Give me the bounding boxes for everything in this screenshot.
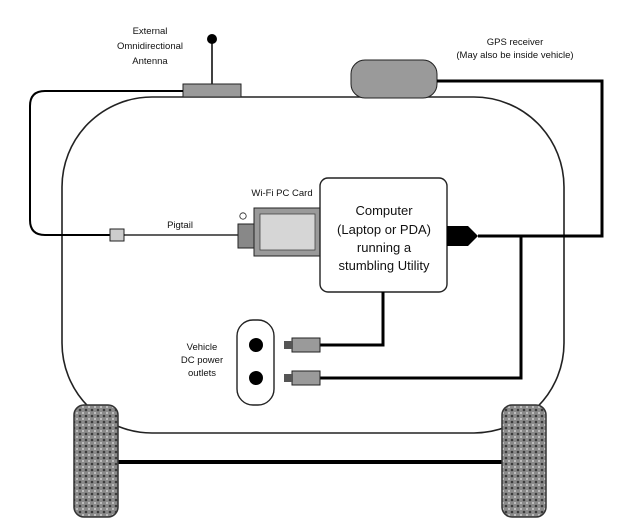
wifi-card-led-icon — [239, 212, 247, 220]
power-label-2: DC power — [181, 355, 223, 366]
wheel-left — [73, 404, 119, 518]
wifi-card-label: Wi-Fi PC Card — [251, 188, 312, 199]
antenna-label-1: External — [133, 26, 168, 37]
dc-outlet-socket-icon — [249, 371, 263, 385]
antenna-cable — [29, 90, 183, 236]
gps-cable — [437, 79, 604, 238]
wifi-card-connector — [237, 223, 257, 249]
power-label-1: Vehicle — [187, 342, 218, 353]
antenna-label-2: Omnidirectional — [117, 41, 183, 52]
wheel-right — [501, 404, 547, 518]
power-label-3: outlets — [188, 368, 216, 379]
computer-label-4: stumbling Utility — [338, 258, 430, 273]
antenna-base — [182, 83, 242, 98]
computer-serial-connector — [447, 226, 478, 246]
dc-outlet-panel — [236, 319, 275, 406]
computer-power-cable — [320, 292, 385, 347]
dc-outlet-socket-icon — [249, 338, 263, 352]
computer-label-3: running a — [357, 240, 412, 255]
pigtail-label: Pigtail — [167, 220, 193, 231]
gps-power-cable — [320, 234, 523, 380]
antenna-label-3: Antenna — [132, 56, 168, 67]
gps-label-2: (May also be inside vehicle) — [456, 50, 573, 61]
antenna-tip-icon — [207, 34, 217, 44]
computer-label-1: Computer — [355, 203, 413, 218]
power-plug-lower — [291, 370, 321, 386]
gps-label-1: GPS receiver — [487, 37, 544, 48]
computer-label-2: (Laptop or PDA) — [337, 222, 431, 237]
gps-receiver — [350, 59, 438, 99]
power-plug-upper — [291, 337, 321, 353]
pigtail-connector — [109, 228, 125, 242]
